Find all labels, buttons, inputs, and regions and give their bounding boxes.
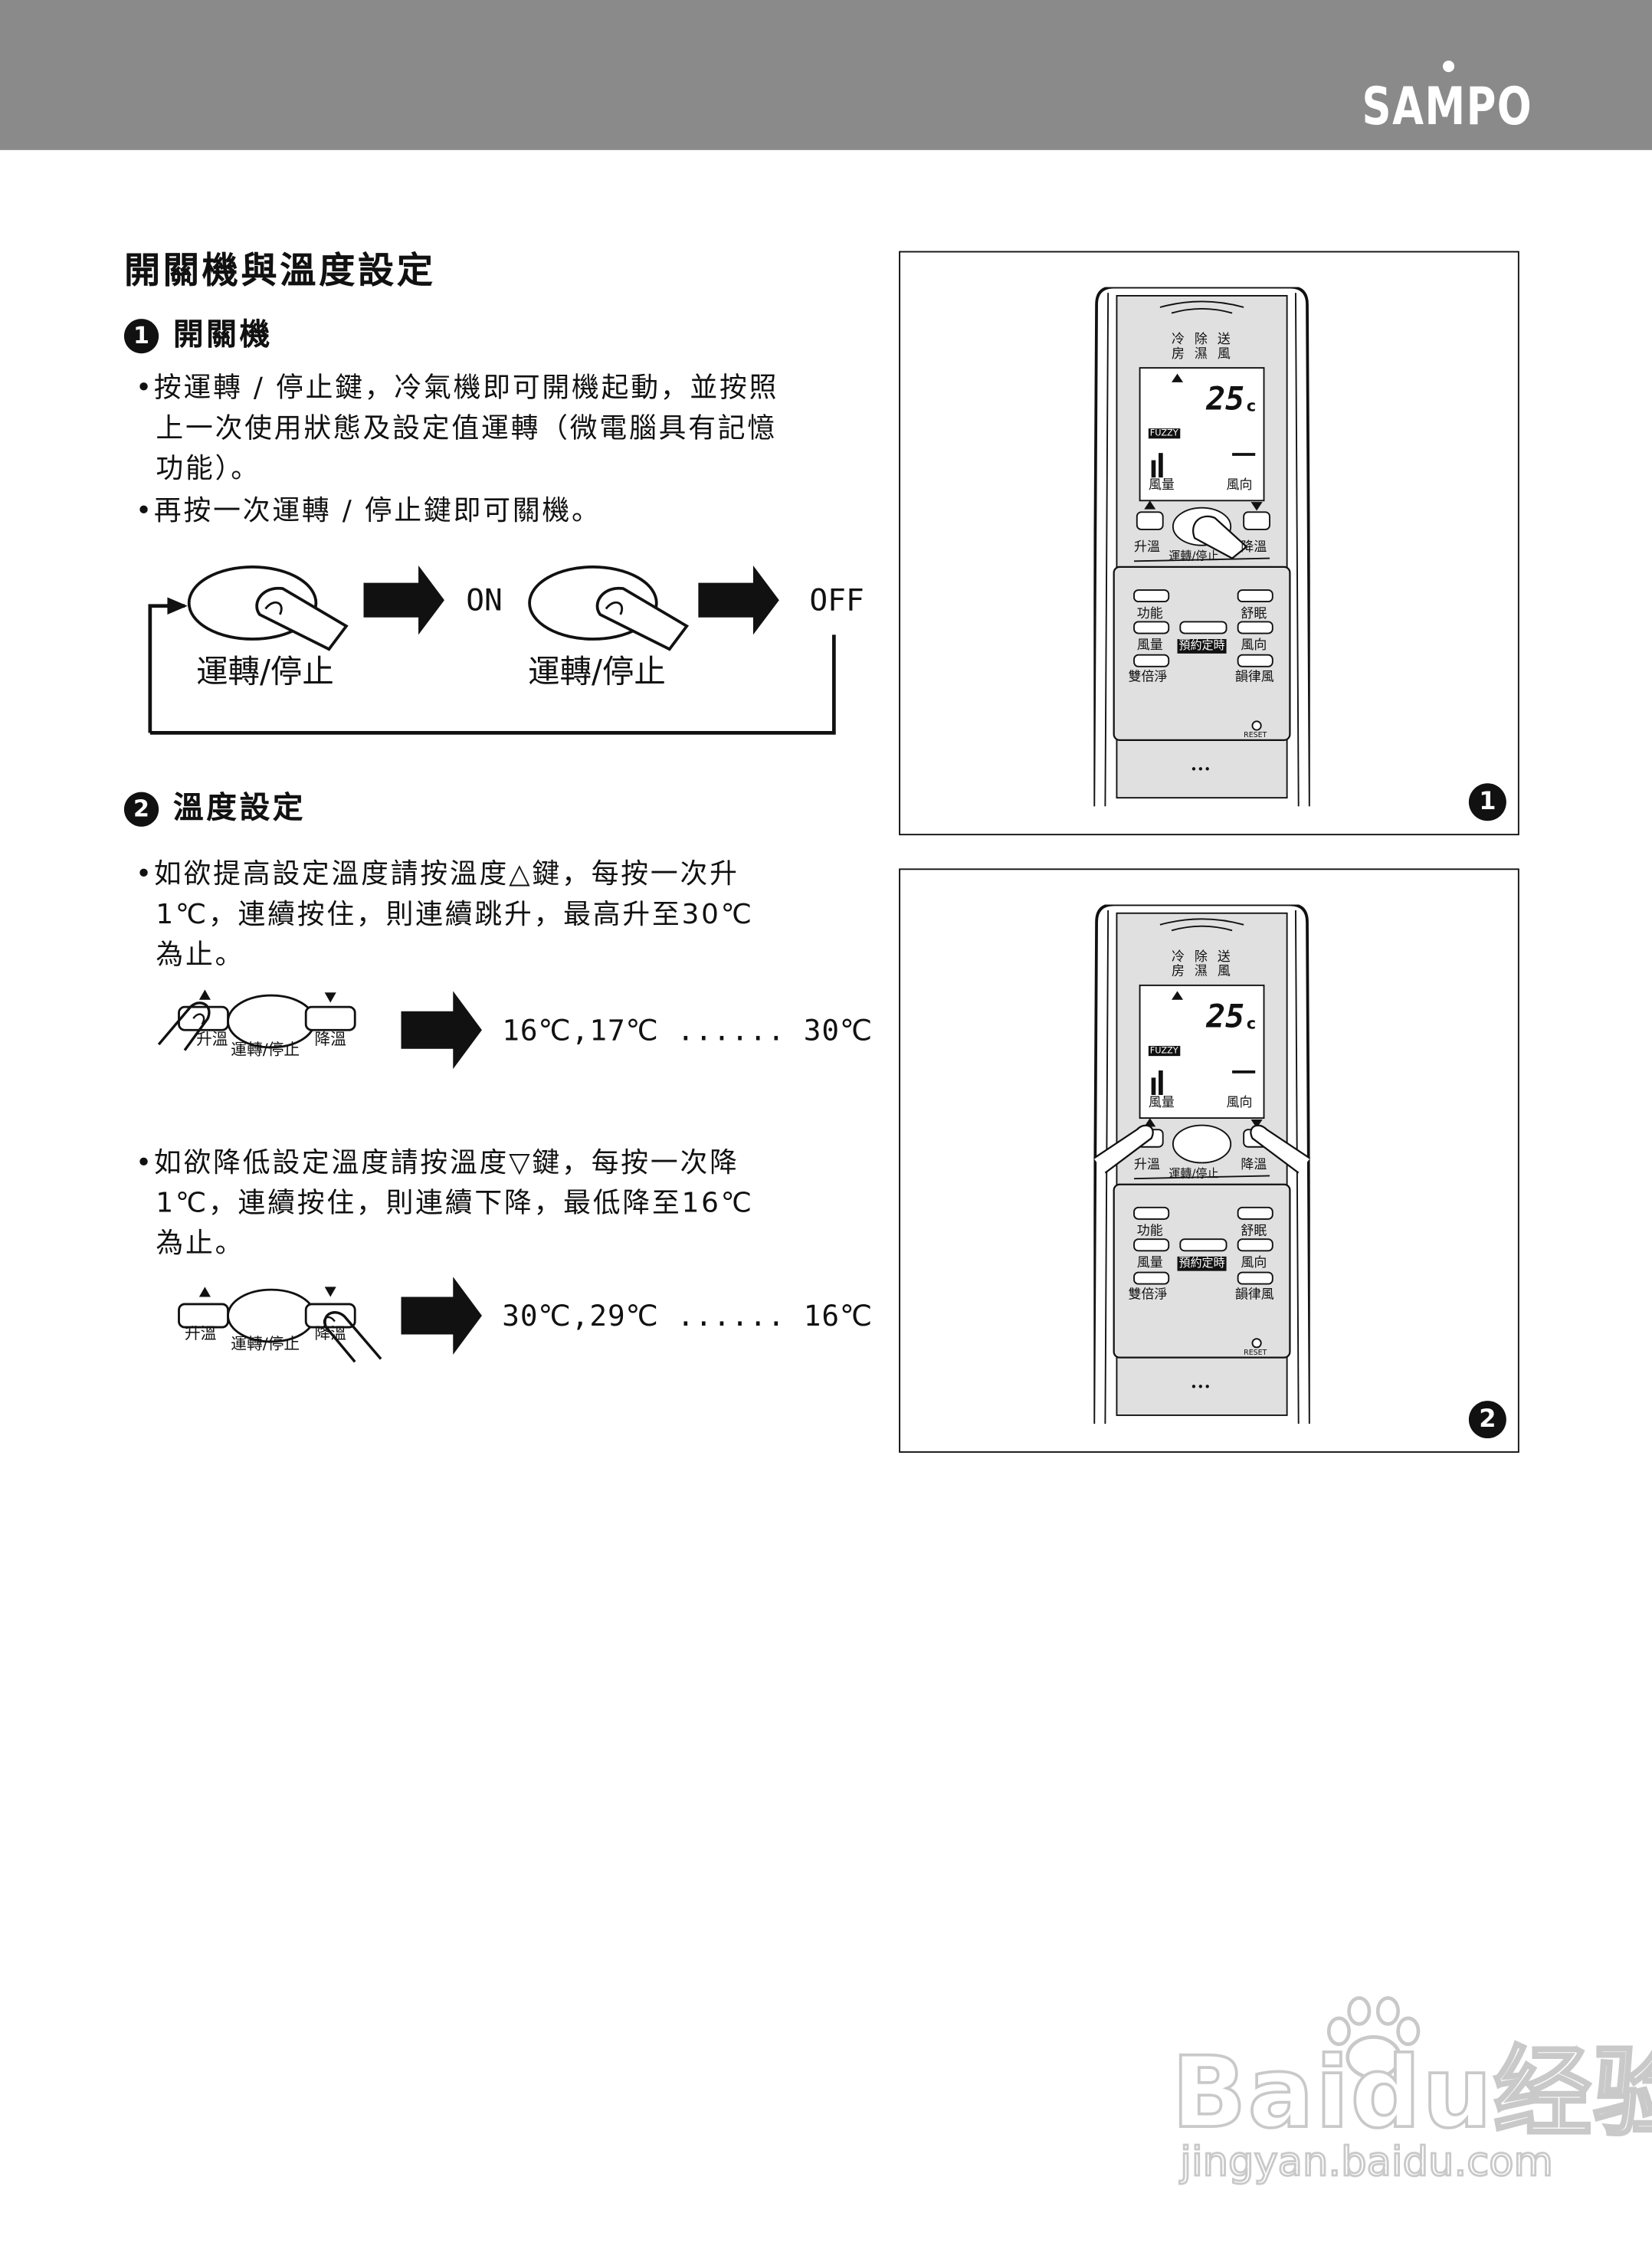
mode-dry: 除 xyxy=(1194,950,1211,965)
sleep-label: 舒眠 xyxy=(1241,607,1267,622)
raise-sequence: 16℃,17℃ ...... 30℃ xyxy=(502,1012,874,1047)
down-label: 降溫 xyxy=(314,1030,346,1049)
direction-button-label: 風向 xyxy=(1241,1256,1267,1271)
sampo-logo: SAMPO xyxy=(1362,77,1533,137)
mode-wind: 風 xyxy=(1217,965,1234,980)
remote-body xyxy=(1093,904,1310,1424)
section-1-title: 開關機 xyxy=(172,317,273,352)
lcd-unit: c xyxy=(1246,1014,1257,1034)
lcd-temperature: 25 xyxy=(1206,382,1245,418)
mode-humid: 濕 xyxy=(1194,965,1211,980)
page-title: 開關機與溫度設定 xyxy=(123,249,436,292)
section-1-bullet-1: •按運轉 / 停止鍵，冷氣機即可開機起動，並按照 上一次使用狀態及設定值運轉（微… xyxy=(136,368,778,489)
figure-1-badge: 1 xyxy=(1468,783,1506,821)
power-button-label-2: 運轉/停止 xyxy=(528,654,666,691)
raise-arrow xyxy=(401,991,482,1070)
text-line: 上一次使用狀態及設定值運轉（微電腦具有記憶 xyxy=(156,412,778,444)
timer-label: 預約定時 xyxy=(1177,639,1227,654)
lower-arrow xyxy=(401,1277,482,1355)
logo-dot xyxy=(1443,61,1455,73)
mode-room: 房 xyxy=(1171,347,1188,362)
mode-labels: 冷 除 送 房 濕 風 xyxy=(1172,951,1244,980)
rhythm-label: 韻律風 xyxy=(1234,670,1274,686)
section-2-title: 溫度設定 xyxy=(172,790,306,825)
lcd-fan-label: 風量 xyxy=(1148,479,1175,493)
lcd-unit: c xyxy=(1246,396,1257,416)
section-2-number: 2 xyxy=(123,792,159,827)
power-button-label: 運轉/停止 xyxy=(1169,1167,1219,1181)
up-label: 升溫 xyxy=(196,1030,228,1049)
section-2-heading: 2 溫度設定 xyxy=(123,785,306,828)
figure-2-badge: 2 xyxy=(1468,1401,1506,1439)
text-line: •再按一次運轉 / 停止鍵即可關機。 xyxy=(136,494,601,527)
lcd-direction-label: 風向 xyxy=(1226,479,1253,493)
lower-buttons-diagram xyxy=(178,1287,382,1363)
fan-button-label: 風量 xyxy=(1136,1256,1163,1271)
func-label: 功能 xyxy=(1136,1224,1163,1240)
text-line: 1℃，連續按住，則連續跳升，最高升至30℃ xyxy=(156,898,754,931)
text-line: 為止。 xyxy=(156,939,245,972)
lower-sequence: 30℃,29℃ ...... 16℃ xyxy=(502,1298,874,1333)
text-line: 功能）。 xyxy=(156,453,261,485)
mode-cool: 冷 xyxy=(1171,950,1188,965)
page-header xyxy=(0,0,1652,150)
power-toggle-diagram xyxy=(148,566,836,735)
lcd-fan-label: 風量 xyxy=(1148,1096,1175,1111)
remote-body xyxy=(1093,287,1310,807)
timer-label: 預約定時 xyxy=(1177,1256,1227,1271)
fuzzy-badge: FUZZY xyxy=(1148,1045,1180,1057)
power-button-label-1: 運轉/停止 xyxy=(196,654,334,691)
fuzzy-badge: FUZZY xyxy=(1148,428,1180,439)
paw-icon xyxy=(1326,1996,1421,2080)
text-line: 為止。 xyxy=(156,1228,245,1260)
direction-button-label: 風向 xyxy=(1241,639,1267,654)
up-button-label: 升溫 xyxy=(1134,1158,1160,1173)
mode-fan: 送 xyxy=(1217,950,1234,965)
mode-wind: 風 xyxy=(1217,347,1234,362)
reset-label: RESET xyxy=(1244,731,1267,740)
up-label: 升溫 xyxy=(185,1324,217,1343)
double-clean-label: 雙倍淨 xyxy=(1128,670,1168,686)
off-label: OFF xyxy=(809,582,864,618)
text-line: •如欲提高設定溫度請按溫度△鍵，每按一次升 xyxy=(136,858,739,890)
remote-dots: ••• xyxy=(1190,762,1211,776)
mode-humid: 濕 xyxy=(1194,347,1211,362)
power-button-label: 運轉/停止 xyxy=(1169,549,1219,563)
section-1-bullet-2: •再按一次運轉 / 停止鍵即可關機。 xyxy=(136,490,601,531)
lower-temp-text: •如欲降低設定溫度請按溫度▽鍵，每按一次降 1℃，連續按住，則連續下降，最低降至… xyxy=(136,1142,754,1264)
raise-buttons-diagram xyxy=(157,989,356,1051)
lcd-temperature: 25 xyxy=(1206,999,1245,1036)
remote-dots: ••• xyxy=(1190,1380,1211,1394)
raise-temp-text: •如欲提高設定溫度請按溫度△鍵，每按一次升 1℃，連續按住，則連續跳升，最高升至… xyxy=(136,854,754,975)
text-line: 1℃，連續按住，則連續下降，最低降至16℃ xyxy=(156,1187,754,1219)
section-1-number: 1 xyxy=(123,319,159,354)
up-button-label: 升溫 xyxy=(1134,541,1160,556)
on-label: ON xyxy=(466,582,503,618)
lcd-direction-label: 風向 xyxy=(1226,1096,1253,1111)
mode-dry: 除 xyxy=(1194,333,1211,348)
double-clean-label: 雙倍淨 xyxy=(1128,1288,1168,1303)
text-line: •按運轉 / 停止鍵，冷氣機即可開機起動，並按照 xyxy=(136,372,779,405)
watermark-brand: Baidu经验 xyxy=(1170,2035,1652,2152)
mode-labels: 冷 除 送 房 濕 風 xyxy=(1172,333,1244,362)
power-label: 運轉/停止 xyxy=(231,1334,300,1353)
mode-fan: 送 xyxy=(1217,333,1234,348)
sleep-label: 舒眠 xyxy=(1241,1224,1267,1240)
func-label: 功能 xyxy=(1136,607,1163,622)
figure-1-frame: 冷 除 送 房 濕 風 25 c FUZZY 風量 風向 升溫 運轉/停止 降溫… xyxy=(899,251,1519,836)
section-1-heading: 1 開關機 xyxy=(123,312,273,355)
mode-room: 房 xyxy=(1171,965,1188,980)
watermark-url: jingyan.baidu.com xyxy=(1179,2137,1554,2187)
power-label: 運轉/停止 xyxy=(231,1040,300,1059)
text-line: •如欲降低設定溫度請按溫度▽鍵，每按一次降 xyxy=(136,1146,739,1179)
figure-2-frame: 冷 除 送 房 濕 風 25 c FUZZY 風量 風向 升溫 運轉/停止 降溫… xyxy=(899,868,1519,1453)
mode-cool: 冷 xyxy=(1171,333,1188,348)
down-button-label: 降溫 xyxy=(1241,1158,1267,1173)
rhythm-label: 韻律風 xyxy=(1234,1288,1274,1303)
reset-label: RESET xyxy=(1244,1349,1267,1358)
down-button-label: 降溫 xyxy=(1241,541,1267,556)
down-label: 降溫 xyxy=(314,1324,346,1343)
fan-button-label: 風量 xyxy=(1136,639,1163,654)
